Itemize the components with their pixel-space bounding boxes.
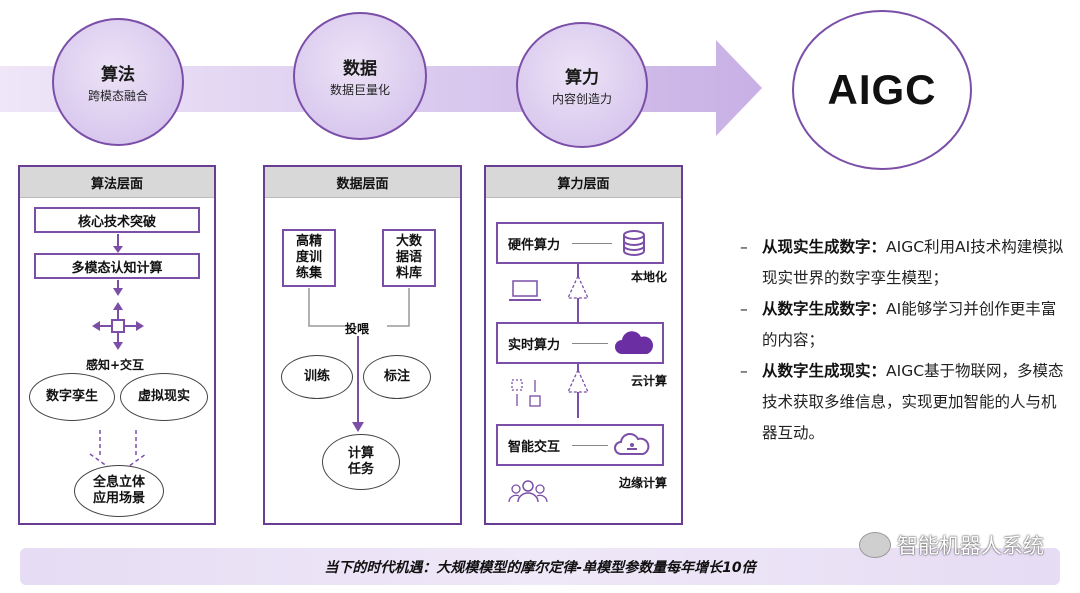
- bullet-text: AIGC基于物联网，多模态技术获取多维信息，实现更加智能的人与机器互动。: [762, 362, 1064, 442]
- bullet-dash: –: [740, 300, 748, 318]
- transfer-icon: [511, 379, 541, 407]
- cloud-icon: [615, 331, 654, 354]
- hardware-compute-label: 硬件算力: [508, 237, 561, 253]
- connector-line: [572, 342, 609, 344]
- laptop-icon: [509, 280, 541, 301]
- realtime-compute-box: 实时算力: [496, 322, 664, 364]
- aigc-circle: AIGC: [792, 10, 972, 170]
- bullet-item: – 从数字生成现实：AIGC基于物联网，多模态技术获取多维信息，实现更加智能的人…: [736, 356, 1066, 449]
- bullet-item: – 从现实生成数字：AIGC利用AI技术构建模拟现实世界的数字孪生模型；: [736, 232, 1066, 294]
- compute-panel-header: 算力层面: [486, 167, 681, 198]
- virtual-reality-oval: 虚拟现实: [120, 373, 208, 421]
- train-oval: 训练: [281, 355, 353, 399]
- holographic-scene-oval: 全息立体 应用场景: [74, 465, 164, 517]
- aigc-bullets: – 从现实生成数字：AIGC利用AI技术构建模拟现实世界的数字孪生模型； – 从…: [736, 232, 1066, 449]
- algorithm-subtitle: 跨模态融合: [87, 89, 148, 103]
- compute-up-arrows: [566, 274, 590, 393]
- bullet-text: AIGC利用AI技术构建模拟现实世界的数字孪生模型；: [762, 238, 1064, 287]
- users-icon: [508, 480, 548, 503]
- compute-title: 算力: [565, 68, 599, 88]
- compute-circle: 算力 内容创造力: [516, 22, 648, 148]
- core-tech-box: 核心技术突破: [34, 207, 200, 233]
- data-panel-header: 数据层面: [265, 167, 460, 198]
- watermark: 智能机器人系统: [859, 530, 1044, 560]
- data-subtitle: 数据巨量化: [329, 83, 390, 97]
- data-flow-lines: [308, 288, 410, 432]
- corpus-box: 大数 据语 料库: [382, 229, 436, 287]
- bullet-bold: 从数字生成数字：: [762, 300, 887, 318]
- hardware-compute-box: 硬件算力: [496, 222, 664, 264]
- wechat-icon: [859, 532, 891, 558]
- data-circle: 数据 数据巨量化: [293, 12, 427, 140]
- bullet-bold: 从数字生成现实：: [762, 362, 887, 380]
- edge-cloud-icon: [614, 433, 650, 455]
- bullet-bold: 从现实生成数字：: [762, 238, 887, 256]
- algorithm-panel-header: 算法层面: [20, 167, 214, 198]
- bullet-dash: –: [740, 238, 748, 256]
- bullet-dash: –: [740, 362, 748, 380]
- local-tag: 本地化: [631, 270, 668, 284]
- connector-line: [572, 444, 609, 446]
- smart-interaction-label: 智能交互: [508, 439, 561, 455]
- smart-interaction-box: 智能交互: [496, 424, 664, 466]
- multimodal-box: 多模态认知计算: [34, 253, 200, 279]
- cloud-tag: 云计算: [631, 374, 668, 388]
- database-icon: [623, 230, 646, 256]
- training-set-box: 高精 度训 练集: [282, 229, 336, 287]
- bullet-item: – 从数字生成数字：AI能够学习并创作更丰富的内容；: [736, 294, 1066, 356]
- connector-line: [572, 242, 613, 244]
- realtime-compute-label: 实时算力: [508, 337, 561, 353]
- annotate-oval: 标注: [363, 355, 431, 399]
- feed-label: 投喂: [345, 322, 370, 336]
- algorithm-circle: 算法 跨模态融合: [52, 18, 184, 146]
- footer-banner: 当下的时代机遇：大规模模型的摩尔定律-单模型参数量每年增长10倍: [20, 548, 1060, 585]
- bullet-text: AI能够学习并创作更丰富的内容；: [762, 300, 1057, 349]
- sense-interact-label: 感知+交互: [86, 358, 145, 372]
- compute-subtitle: 内容创造力: [551, 92, 612, 106]
- digital-twin-oval: 数字孪生: [29, 373, 115, 421]
- algorithm-flow-arrows: [89, 234, 147, 475]
- watermark-text: 智能机器人系统: [897, 534, 1044, 558]
- algorithm-title: 算法: [101, 65, 135, 85]
- data-title: 数据: [343, 59, 377, 79]
- edge-tag: 边缘计算: [619, 476, 668, 490]
- compute-task-oval: 计算 任务: [322, 434, 400, 490]
